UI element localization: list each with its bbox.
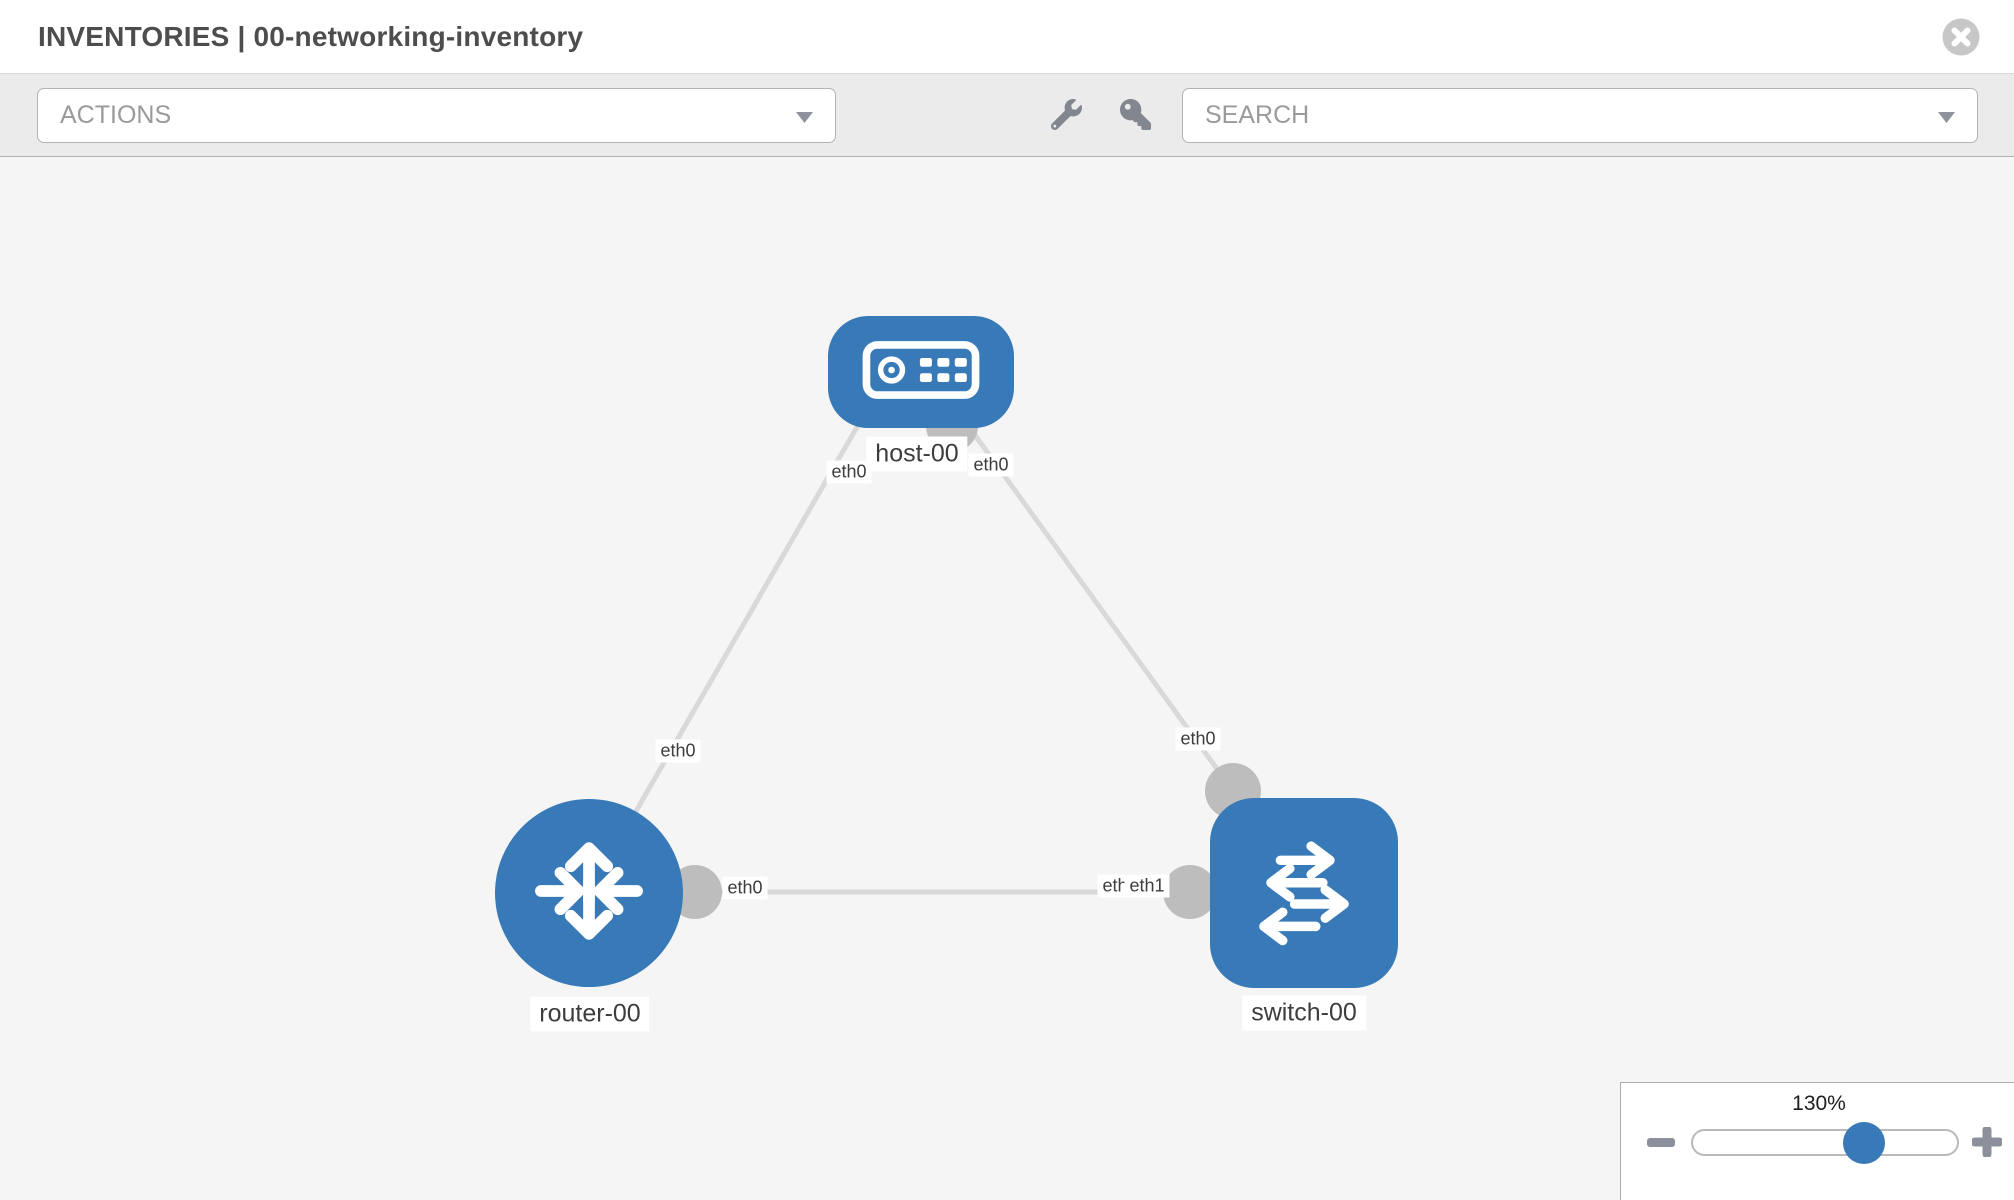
node-switch-00[interactable] <box>1210 798 1398 988</box>
node-router-00[interactable] <box>495 799 683 987</box>
node-host-00[interactable] <box>828 316 1014 428</box>
if-label-host-eth0-left: eth0 <box>826 460 872 484</box>
header: INVENTORIES | 00-networking-inventory <box>0 0 2014 73</box>
router-icon <box>524 826 654 961</box>
page-title: INVENTORIES | 00-networking-inventory <box>38 20 584 52</box>
node-label-router-00: router-00 <box>530 996 650 1032</box>
chevron-down-icon <box>1938 101 1955 130</box>
if-label-router-eth0: eth0 <box>722 876 768 900</box>
key-button[interactable] <box>1113 96 1157 136</box>
plus-icon <box>1970 1125 2004 1160</box>
configure-button[interactable] <box>1044 96 1088 136</box>
switch-icon <box>1245 832 1363 955</box>
zoom-in-button[interactable] <box>1970 1125 2004 1160</box>
key-icon <box>1119 99 1151 133</box>
if-label-host-eth0-right: eth0 <box>968 453 1014 477</box>
search-dropdown-label: SEARCH <box>1205 101 1310 129</box>
actions-dropdown-label: ACTIONS <box>60 101 172 129</box>
host-icon <box>861 335 981 410</box>
toolbar: ACTIONS SEARCH <box>0 73 2014 157</box>
if-label-switch-uplink-eth0: eth0 <box>1175 727 1221 751</box>
search-dropdown[interactable]: SEARCH <box>1182 88 1978 143</box>
actions-dropdown[interactable]: ACTIONS <box>37 88 836 143</box>
wrench-icon <box>1050 99 1082 133</box>
close-icon <box>1942 18 1980 59</box>
close-button[interactable] <box>1942 18 1980 56</box>
interface-circle-switch-left <box>1163 865 1217 919</box>
topology-canvas[interactable]: eth0 eth0 eth0 eth0 eth0 eth0 eth1 host-… <box>0 157 2014 1200</box>
node-label-host-00: host-00 <box>866 436 968 472</box>
zoom-out-button[interactable] <box>1647 1135 1675 1150</box>
topology-links-layer <box>586 385 1300 919</box>
node-label-switch-00: switch-00 <box>1242 995 1366 1031</box>
zoom-panel: 130% <box>1620 1082 2014 1200</box>
if-label-router-uplink-eth0: eth0 <box>655 739 701 763</box>
zoom-slider-thumb[interactable] <box>1843 1122 1885 1164</box>
chevron-down-icon <box>796 101 813 130</box>
zoom-level: 130% <box>1792 1092 1846 1115</box>
if-label-switch-eth1: eth1 <box>1124 874 1170 898</box>
minus-icon <box>1647 1135 1675 1150</box>
zoom-slider-track[interactable] <box>1691 1129 1959 1156</box>
